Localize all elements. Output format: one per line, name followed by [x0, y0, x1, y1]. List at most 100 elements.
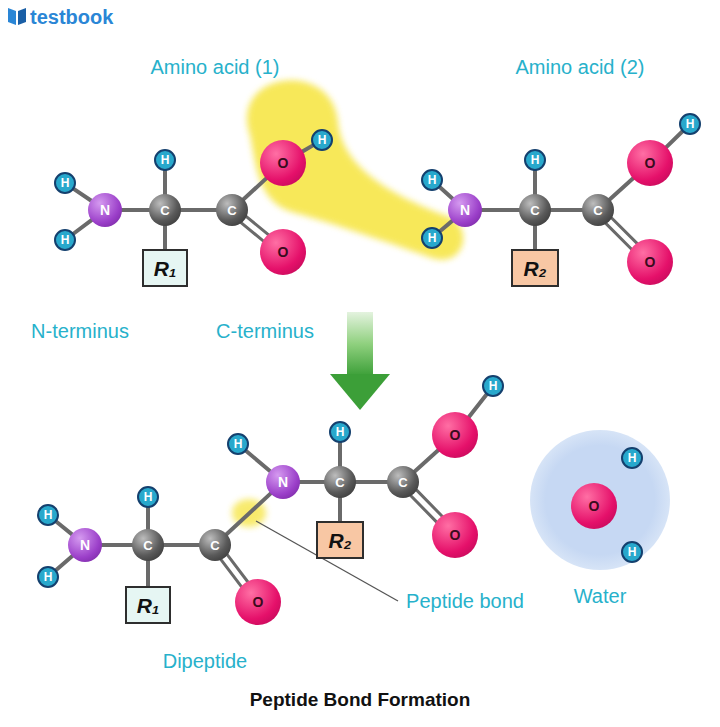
chemical-bond	[246, 451, 271, 472]
carbon-atom: C	[149, 194, 181, 226]
oxygen-atom: O	[235, 579, 281, 625]
chemical-bond	[302, 145, 313, 152]
caption-label: Peptide bond	[406, 590, 524, 612]
hydrogen-atom: H	[329, 421, 351, 443]
side-chain-label: R₂	[523, 258, 546, 279]
atom-symbol: C	[210, 539, 219, 552]
nitrogen-atom: N	[68, 528, 102, 562]
chemical-bond	[414, 450, 439, 472]
hydrogen-atom: H	[37, 504, 59, 526]
nitrogen-atom: N	[266, 465, 300, 499]
atom-symbol: H	[336, 426, 345, 438]
atom-symbol: H	[628, 546, 637, 558]
chemical-bond	[416, 490, 442, 517]
atom-symbol: H	[61, 234, 70, 246]
atom-symbol: C	[160, 204, 169, 217]
oxygen-atom: O	[627, 140, 673, 186]
atom-symbol: H	[318, 134, 327, 146]
hydrogen-atom: H	[421, 169, 443, 191]
hydrogen-atom: H	[524, 149, 546, 171]
chemical-bond	[101, 543, 133, 547]
hydrogen-atom: H	[482, 375, 504, 397]
hydrogen-atom: H	[679, 113, 701, 135]
chemical-bond	[241, 223, 264, 242]
chemical-bond	[221, 559, 242, 586]
carbon-atom: C	[216, 194, 248, 226]
oxygen-atom: O	[627, 239, 673, 285]
chemical-bond	[666, 131, 683, 148]
atom-symbol: H	[686, 118, 695, 130]
atom-symbol: C	[227, 204, 236, 217]
hydrogen-atom: H	[227, 433, 249, 455]
atom-symbol: O	[278, 156, 289, 170]
chemical-bond	[533, 225, 537, 249]
chemical-bond	[56, 521, 73, 535]
chemical-bond	[606, 223, 632, 249]
atom-symbol: H	[428, 174, 437, 186]
atom-symbol: N	[80, 538, 90, 552]
hydrogen-atom: H	[137, 486, 159, 508]
oxygen-atom: O	[260, 229, 306, 275]
atom-symbol: N	[278, 475, 288, 489]
chemical-bond	[355, 480, 388, 484]
carbon-atom: C	[132, 529, 164, 561]
atom-symbol: H	[234, 438, 243, 450]
atom-symbol: O	[278, 245, 289, 259]
chemical-bond	[338, 442, 342, 467]
atom-symbol: H	[161, 154, 170, 166]
chemical-bond	[440, 220, 453, 231]
chemical-bond	[163, 225, 167, 249]
carbon-atom: C	[582, 194, 614, 226]
logo-icon	[8, 8, 26, 25]
atom-symbol: C	[398, 476, 407, 489]
chemical-bond	[439, 187, 453, 200]
chemical-bond	[226, 493, 271, 535]
caption-label: N-terminus	[31, 320, 129, 342]
diagram-title: Peptide Bond Formation	[250, 690, 471, 711]
side-chain-label: R₁	[154, 258, 177, 279]
caption-label: Amino acid (1)	[151, 56, 280, 78]
side-chain-label: R₂	[328, 530, 351, 551]
side-chain-box: R₂	[511, 249, 558, 287]
carbon-atom: C	[324, 466, 356, 498]
atom-symbol: O	[253, 595, 264, 609]
atom-symbol: C	[143, 539, 152, 552]
hydrogen-atom: H	[311, 129, 333, 151]
oxygen-atom: O	[432, 512, 478, 558]
atom-symbol: H	[44, 509, 53, 521]
chemical-bond	[338, 497, 342, 521]
chemical-bond	[121, 208, 150, 212]
atom-symbol: C	[530, 204, 539, 217]
oxygen-atom: O	[260, 140, 306, 186]
chemical-bond	[227, 555, 248, 582]
carbon-atom: C	[387, 466, 419, 498]
atom-symbol: O	[589, 499, 600, 513]
side-chain-box: R₁	[125, 586, 172, 624]
chemical-bond	[550, 208, 583, 212]
atom-symbol: O	[645, 156, 656, 170]
caption-label: Amino acid (2)	[516, 56, 645, 78]
chemical-bond	[73, 220, 92, 234]
side-chain-box: R₁	[142, 249, 189, 287]
atom-symbol: H	[531, 154, 540, 166]
atom-symbol: N	[100, 203, 110, 217]
carbon-atom: C	[199, 529, 231, 561]
hydrogen-atom: H	[621, 447, 643, 469]
atom-symbol: H	[144, 491, 153, 503]
hydrogen-atom: H	[54, 229, 76, 251]
chemical-bond	[611, 218, 637, 244]
chemical-bond	[246, 216, 269, 235]
oxygen-atom: O	[432, 412, 478, 458]
carbon-atom: C	[519, 194, 551, 226]
chemical-bond	[146, 560, 150, 586]
chemical-bond	[481, 208, 520, 212]
chemical-bond	[56, 556, 73, 571]
chemical-bond	[163, 170, 167, 195]
atom-symbol: H	[61, 177, 70, 189]
brand-name: testbook	[30, 6, 113, 28]
chemical-bond	[533, 170, 537, 195]
atom-symbol: H	[428, 232, 437, 244]
